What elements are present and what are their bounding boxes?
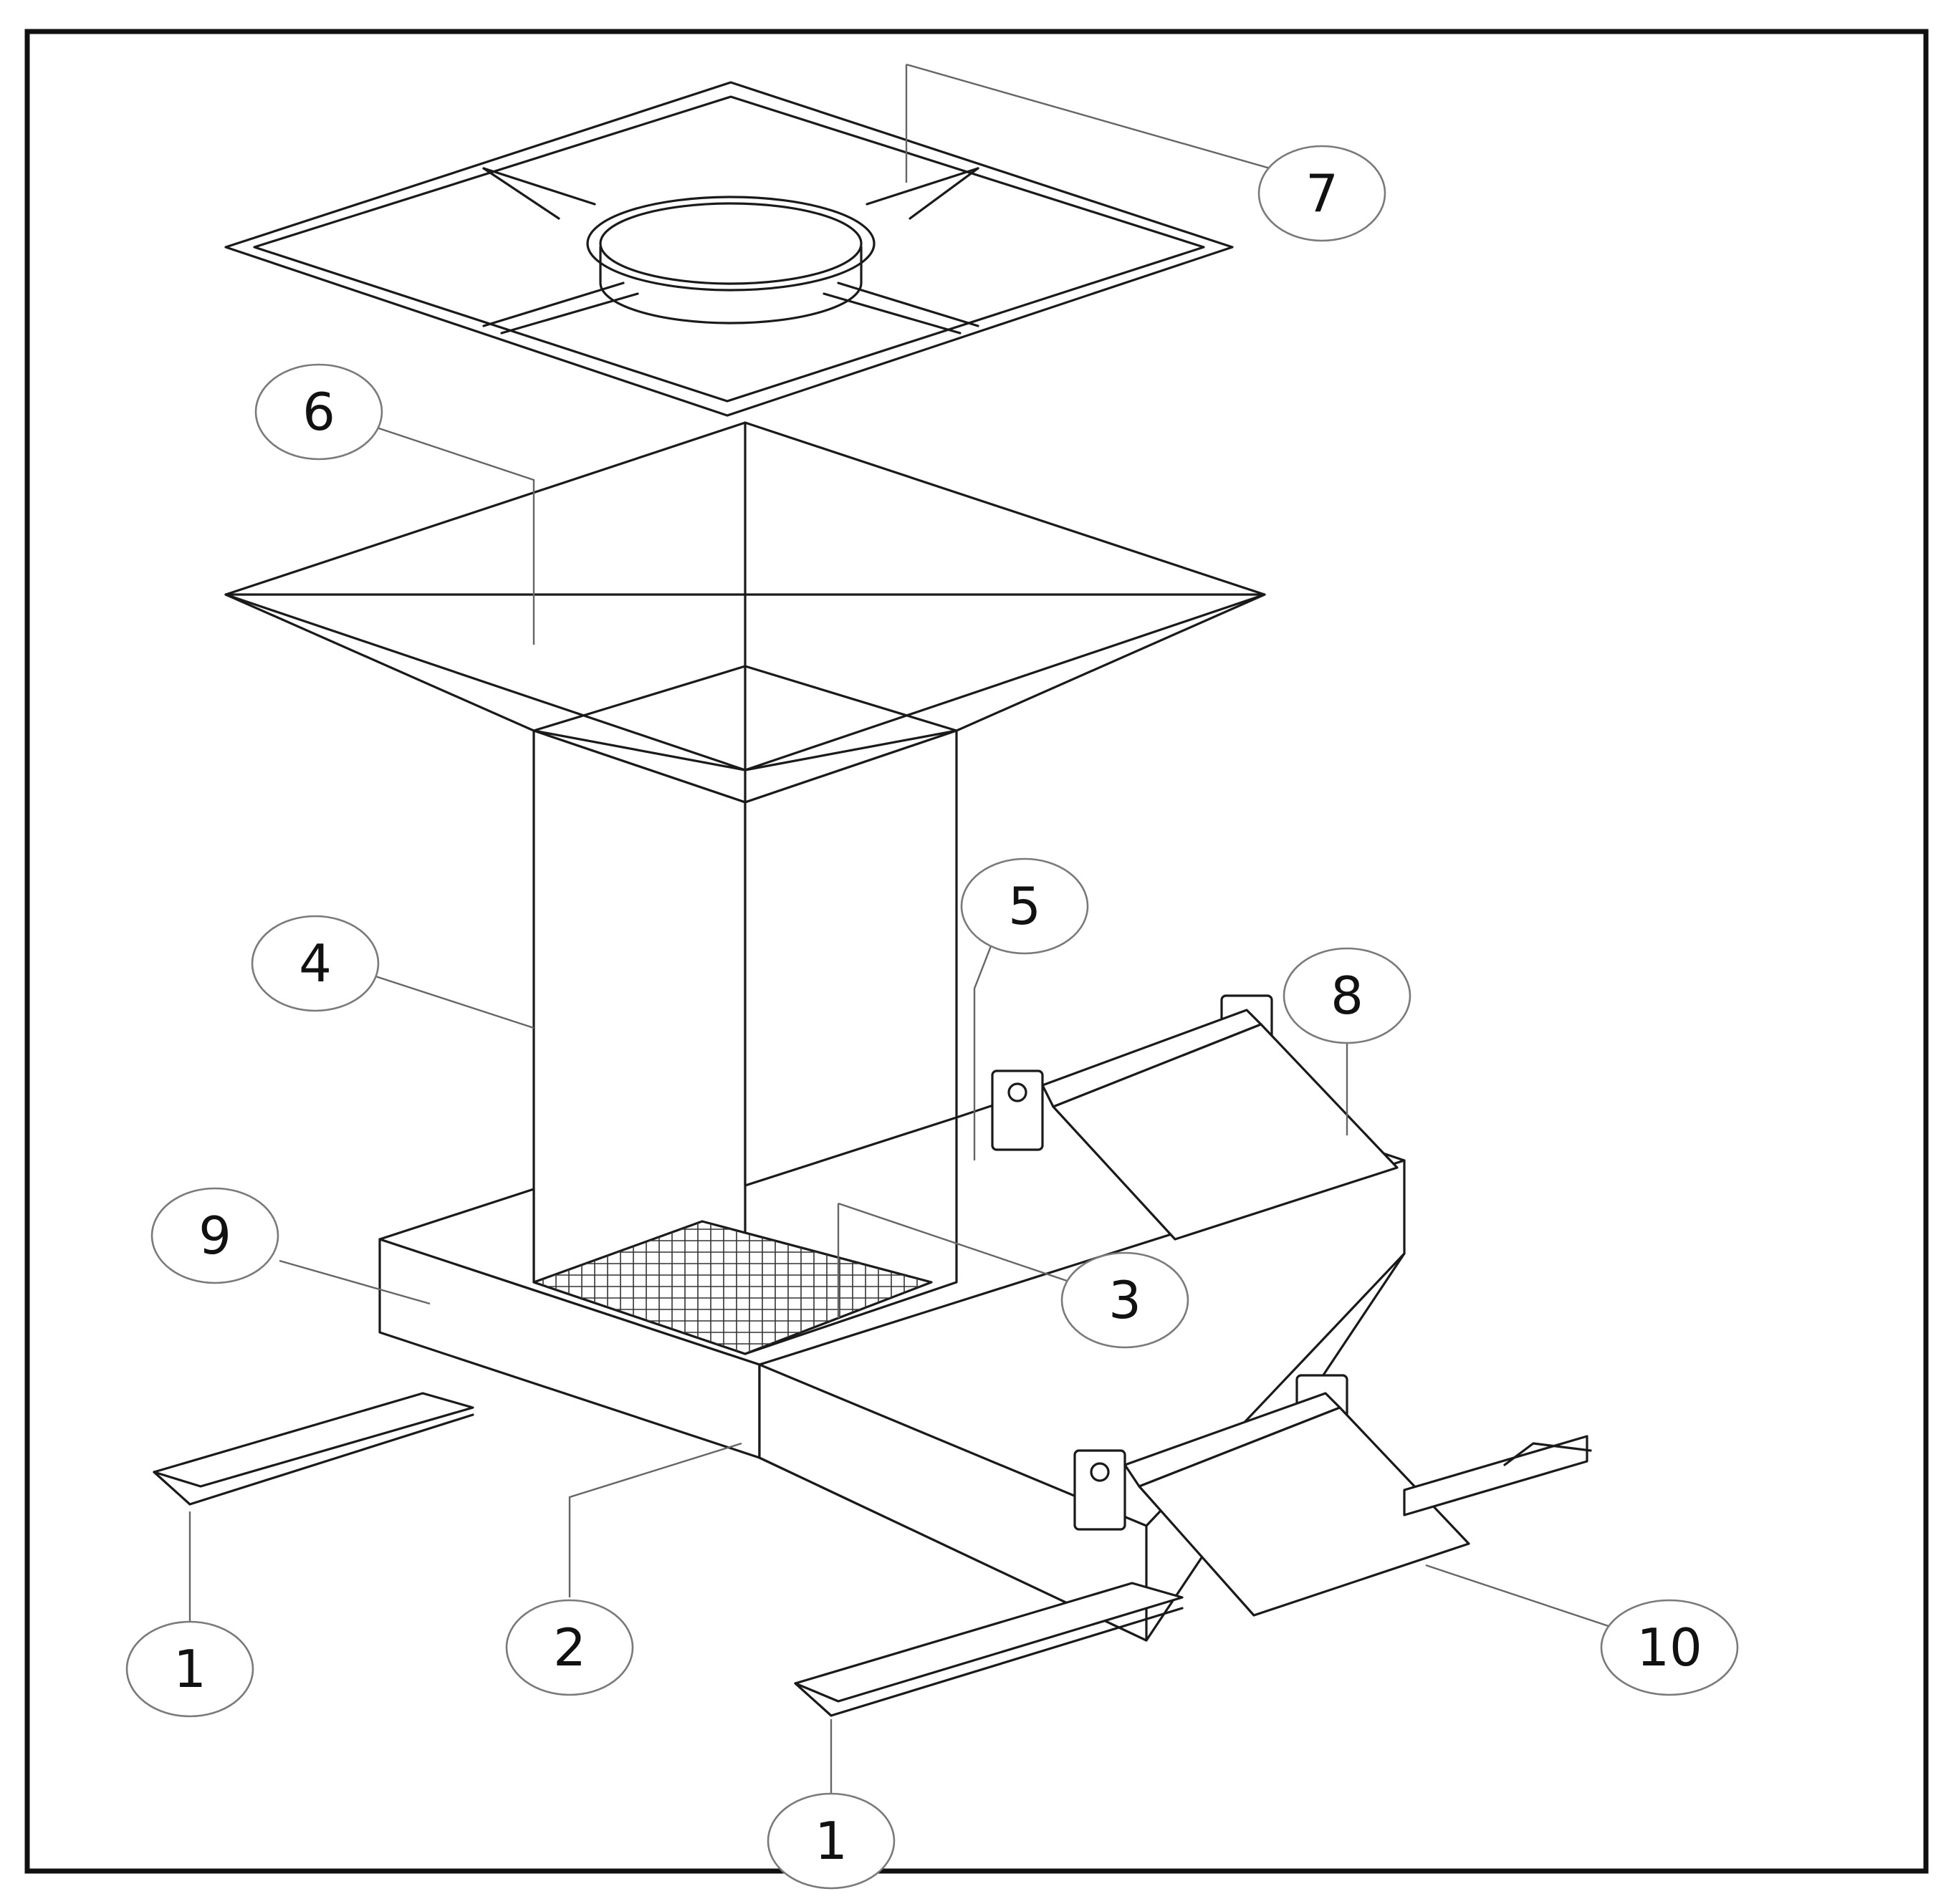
callout-10-label: 10 xyxy=(1636,1617,1702,1678)
callout-1-left-label: 1 xyxy=(173,1639,206,1699)
callout-8: 8 xyxy=(1283,947,1411,1044)
callout-8-label: 8 xyxy=(1331,966,1363,1026)
callout-4: 4 xyxy=(251,915,380,1012)
part-8-upper-door xyxy=(991,994,1399,1241)
callout-9: 9 xyxy=(150,1187,279,1284)
part-1-legs xyxy=(153,1392,1592,1717)
part-4-shaft xyxy=(532,729,958,1355)
callout-5: 5 xyxy=(960,857,1089,955)
callout-9-label: 9 xyxy=(198,1206,231,1266)
part-10-lower-door xyxy=(1073,1374,1470,1617)
callout-4-label: 4 xyxy=(299,933,332,994)
part-6-hopper xyxy=(224,421,1266,804)
callout-5-label: 5 xyxy=(1008,876,1041,936)
callout-1-left: 1 xyxy=(125,1620,254,1718)
outer-frame xyxy=(24,29,1929,1874)
callout-6: 6 xyxy=(254,363,383,461)
part-7-top-grate xyxy=(224,81,1234,417)
callout-7: 7 xyxy=(1257,145,1386,242)
callout-3: 3 xyxy=(1060,1251,1189,1349)
callout-10: 10 xyxy=(1600,1599,1739,1696)
callout-7-label: 7 xyxy=(1305,163,1338,223)
callout-2-label: 2 xyxy=(553,1617,586,1678)
callout-3-label: 3 xyxy=(1108,1270,1141,1330)
callout-1-bottom-label: 1 xyxy=(815,1811,848,1871)
callout-1-bottom: 1 xyxy=(767,1792,896,1890)
callout-2: 2 xyxy=(505,1599,634,1696)
callout-6-label: 6 xyxy=(302,382,335,442)
